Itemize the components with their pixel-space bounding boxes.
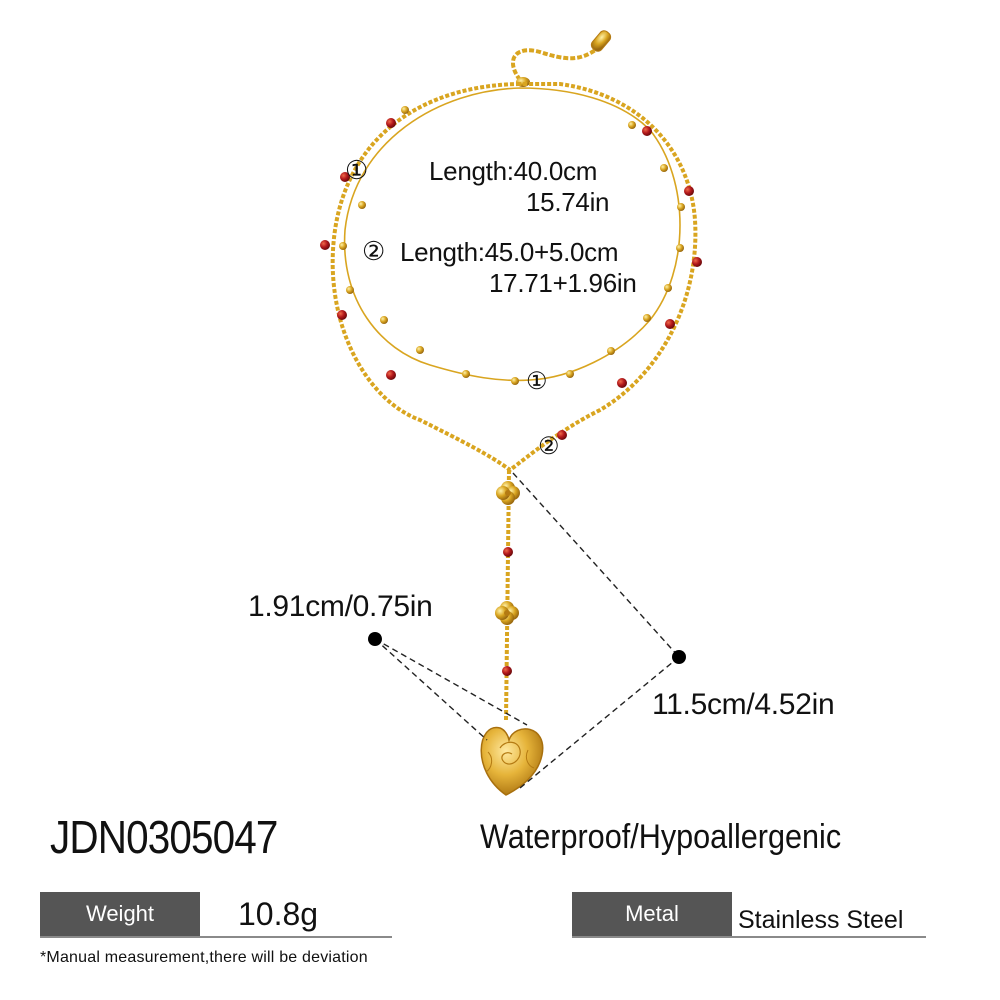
- gold-beads: [339, 106, 685, 385]
- flower-charm: [495, 601, 519, 625]
- outer-chain: [330, 82, 698, 473]
- pendant-width-label: 1.91cm/0.75in: [248, 590, 433, 623]
- inner-chain: [343, 87, 681, 382]
- drop-chain: [495, 469, 520, 721]
- measurement-footnote: *Manual measurement,there will be deviat…: [40, 949, 368, 966]
- chain-marker-one-icon: ①: [526, 367, 548, 395]
- drop-length-label: 11.5cm/4.52in: [652, 688, 835, 721]
- spec-row-metal: Metal Stainless Steel: [572, 892, 926, 938]
- drop-length-dot: [672, 650, 686, 664]
- length-1-imperial: 15.74in: [526, 187, 610, 217]
- marker-one-icon: ①: [345, 156, 369, 186]
- spec-value-metal: Stainless Steel: [738, 905, 904, 934]
- chain-marker-two-icon: ②: [538, 432, 560, 460]
- flower-charm: [496, 481, 520, 505]
- dimension-lines: [374, 472, 680, 789]
- pendant-width-dot: [368, 632, 382, 646]
- product-features: Waterproof/Hypoallergenic: [480, 818, 842, 856]
- red-beads: [320, 118, 702, 440]
- spec-value-weight: 10.8g: [238, 895, 319, 932]
- spec-row-weight: Weight 10.8g: [40, 892, 392, 938]
- length-2-label: Length:45.0+5.0cm: [400, 237, 619, 267]
- extender-chain: [510, 30, 612, 87]
- length-2-imperial: 17.71+1.96in: [489, 268, 637, 298]
- spec-key-metal: Metal: [572, 892, 732, 936]
- spec-key-weight: Weight: [40, 892, 200, 936]
- product-sku: JDN0305047: [50, 811, 278, 863]
- marker-two-icon: ②: [362, 237, 386, 267]
- length-1-label: Length:40.0cm: [429, 156, 598, 186]
- heart-pendant: [480, 726, 544, 796]
